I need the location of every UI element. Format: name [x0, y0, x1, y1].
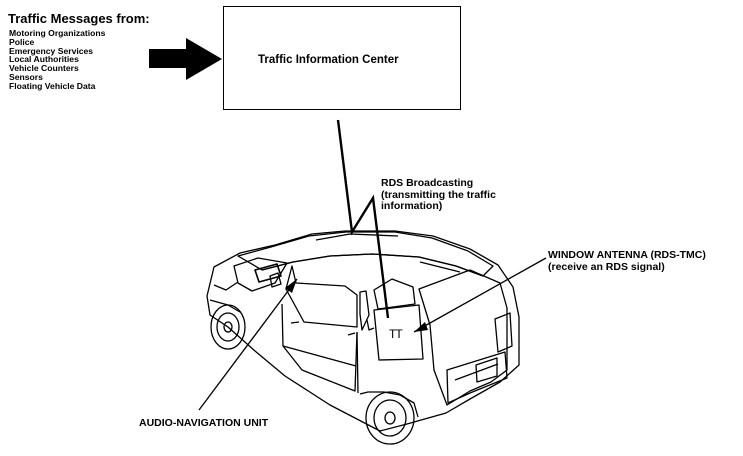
rds-signal-bolt [336, 119, 390, 319]
rds-label-line: RDS Broadcasting [381, 177, 474, 189]
antenna-arrowhead [414, 322, 428, 332]
source-item: Motoring Organizations [9, 28, 106, 38]
audio-unit-leader [198, 278, 298, 411]
input-arrow [149, 38, 222, 80]
rds-broadcasting-label: RDS Broadcasting (transmitting the traff… [381, 177, 496, 213]
source-item: Emergency Services [9, 45, 94, 56]
source-item: Vehicle Counters [9, 63, 79, 74]
antenna-leader [413, 257, 547, 333]
antenna-label-line: WINDOW ANTENNA (RDS-TMC) [548, 249, 706, 261]
traffic-information-center-box: Traffic Information Center [223, 6, 461, 110]
sources-title: Traffic Messages from: [8, 11, 150, 26]
rds-label-line: (transmitting the traffic [381, 188, 496, 201]
source-item: Floating Vehicle Data [9, 80, 96, 91]
traffic-information-center-label: Traffic Information Center [258, 54, 399, 66]
antenna-symbol: TT [389, 327, 403, 341]
window-antenna-label: WINDOW ANTENNA (RDS-TMC) (receive an RDS… [548, 249, 706, 273]
source-item: Sensors [9, 71, 43, 82]
sources-list: Motoring Organizations Police Emergency … [9, 29, 105, 91]
vehicle-drawing [206, 230, 520, 445]
audio-navigation-unit-label: AUDIO-NAVIGATION UNIT [139, 417, 269, 429]
antenna-label-line: (receive an RDS signal) [548, 260, 665, 273]
rds-label-line: information) [381, 200, 443, 212]
audio-unit-arrowhead [285, 279, 297, 293]
source-item: Police [9, 36, 35, 47]
source-item: Local Authorities [9, 54, 79, 65]
